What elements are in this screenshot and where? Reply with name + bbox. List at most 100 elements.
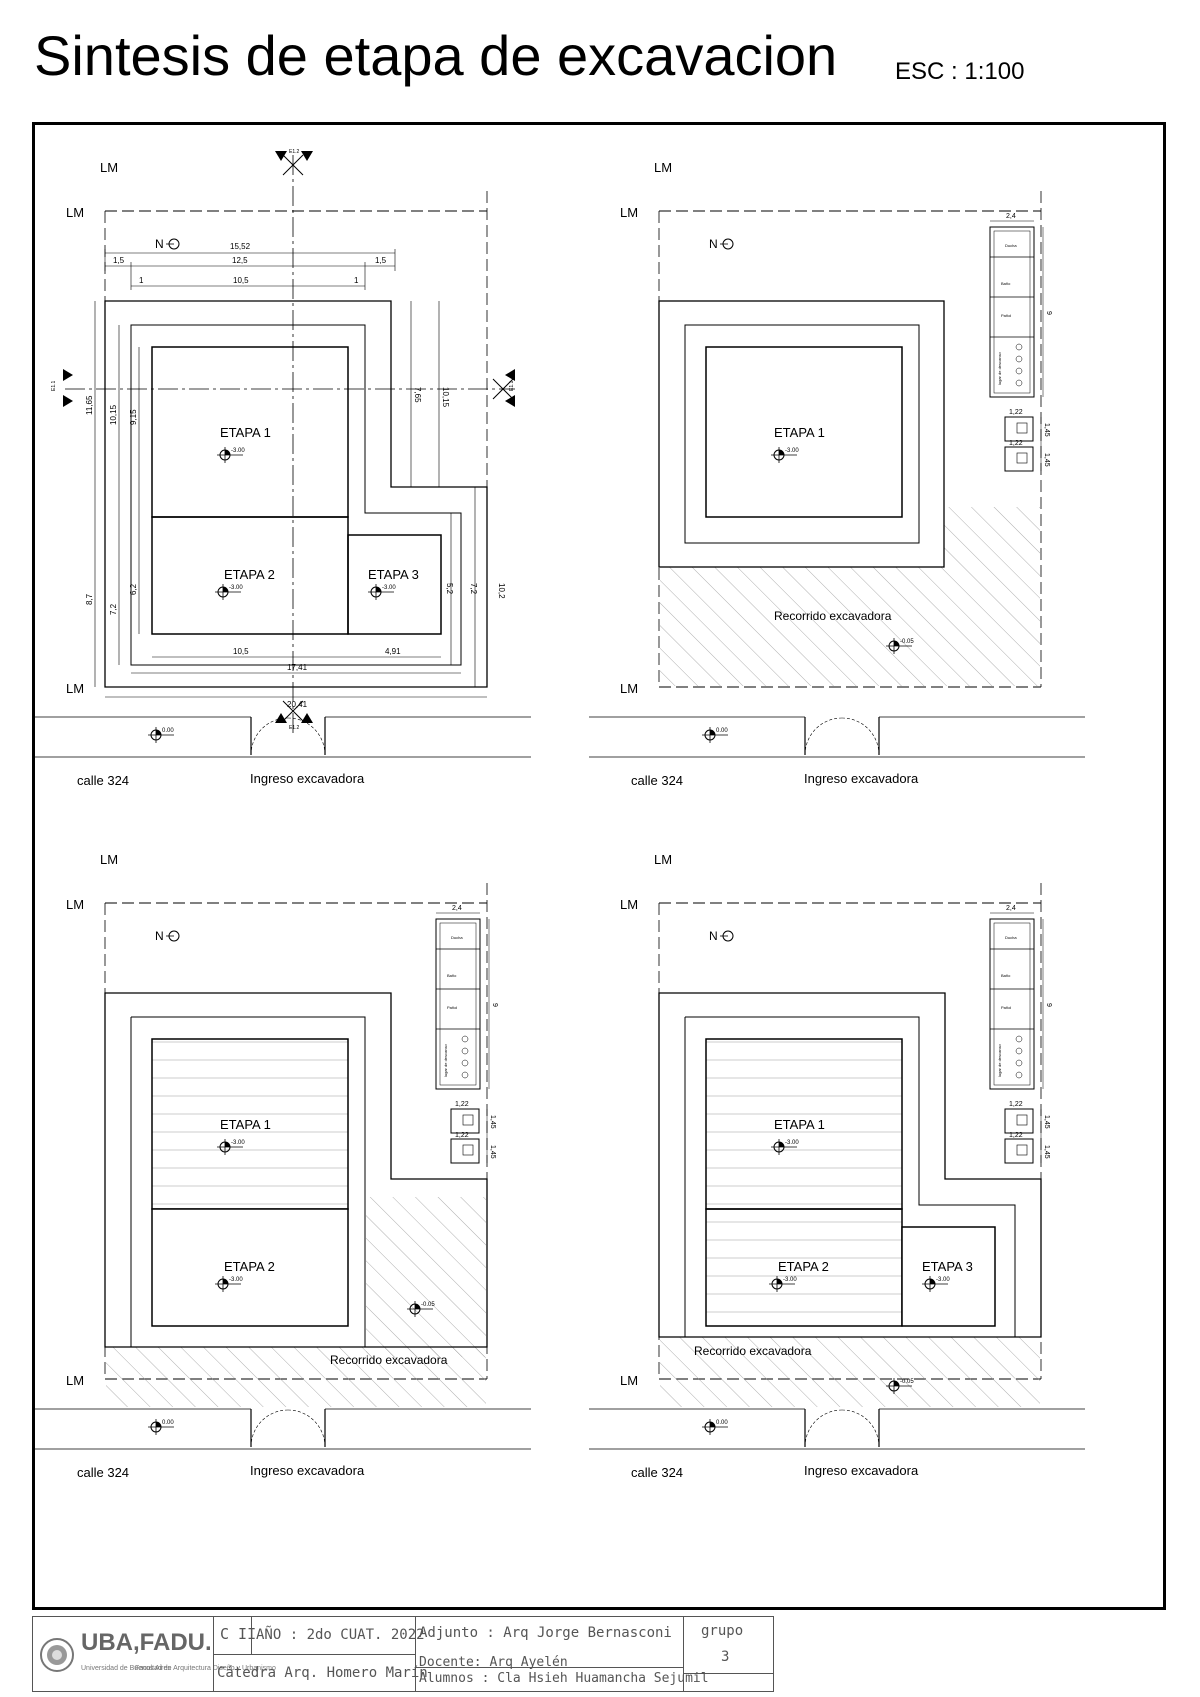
dimension-label: 1,22	[455, 1101, 469, 1108]
docente-text: Docente: Arq Ayelén	[419, 1655, 568, 1670]
dimension-label: 5,2	[445, 583, 454, 595]
room-label: Ducha	[451, 935, 463, 940]
street-label: calle 324	[631, 1465, 683, 1480]
etapa-1-label: ETAPA 1	[774, 425, 825, 440]
etapa-2-label: ETAPA 2	[224, 1259, 275, 1274]
dimension-label: 20,41	[287, 700, 308, 709]
dimension-label: 1,45	[1043, 453, 1050, 467]
adjunto-text: Adjunto : Arq Jorge Bernasconi	[419, 1625, 672, 1641]
level-value: -0.05	[900, 1379, 914, 1385]
lm-label: LM	[620, 205, 638, 220]
plan-2: LM LM LM N ETAPA 1 -3.00 Recorrido excav…	[589, 160, 1085, 788]
lm-label: LM	[654, 852, 672, 867]
etapa-1-area	[151, 1038, 349, 1210]
room-label: lugar de descanso	[997, 352, 1002, 385]
street-label: calle 324	[631, 773, 683, 788]
dimension-label: 10,5	[233, 276, 249, 285]
dimension-label: 6,2	[129, 583, 138, 595]
excavator-route-area	[660, 1337, 1040, 1407]
street-label: calle 324	[77, 1465, 129, 1480]
level-value: -0.05	[421, 1302, 435, 1308]
entry-label: Ingreso excavadora	[804, 1463, 919, 1478]
room-label: lugar de descanso	[997, 1044, 1002, 1077]
level-value: -3.00	[231, 448, 245, 454]
dimension-label: 1,45	[489, 1115, 496, 1129]
dimension-label: 9	[1045, 311, 1052, 315]
etapa-2-area	[705, 1208, 903, 1327]
dimension-label: 11,65	[85, 395, 94, 415]
lm-label: LM	[620, 897, 638, 912]
etapa-3-area	[901, 1226, 996, 1327]
cut-label: E1.1	[51, 380, 57, 391]
entry-label: Ingreso excavadora	[250, 1463, 365, 1478]
street-label: calle 324	[77, 773, 129, 788]
site-cabin: Ducha Baño Pañol lugar de descanso 2,4 9…	[989, 905, 1052, 1164]
north-arrow-icon	[719, 930, 734, 942]
plans-svg: LM LM LM N ETAPA 1 -3.00 ETAPA 2 -3.00 E…	[35, 149, 1085, 1480]
dimension-label: 7,2	[109, 603, 118, 615]
excavator-route-area	[366, 1197, 486, 1357]
room-label: Ducha	[1005, 243, 1017, 248]
level-value: -3.00	[382, 585, 396, 591]
plan-3: LM LM LM N ETAPA 1 -3.00 ETAPA 2 -3.00 R…	[35, 852, 531, 1480]
dimension-label: 1	[354, 276, 359, 285]
room-label: Baño	[1001, 281, 1011, 286]
lm-label: LM	[66, 681, 84, 696]
lm-label: LM	[66, 897, 84, 912]
plan-4: LM LM LM N ETAPA 1 -3.00 ETAPA 2 -3.00 E…	[589, 852, 1085, 1480]
etapa-1-label: ETAPA 1	[774, 1117, 825, 1132]
level-value: -3.00	[231, 1140, 245, 1146]
drawing-sheet: LM LM LM N ETAPA 1 -3.00 ETAPA 2 -3.00 E…	[32, 122, 1166, 1610]
dimension-label: 10,2	[497, 583, 506, 599]
cut-label: E1.2	[289, 149, 300, 155]
etapa-2-label: ETAPA 2	[224, 567, 275, 582]
route-label: Recorrido excavadora	[330, 1353, 448, 1367]
dimension-label: 1,45	[1043, 1115, 1050, 1129]
etapa-1-label: ETAPA 1	[220, 1117, 271, 1132]
catedra-text: Cátedra Arq. Homero Marín	[217, 1665, 428, 1681]
etapa-2-area	[151, 1208, 349, 1327]
entry-label: Ingreso excavadora	[250, 771, 365, 786]
north-label: N	[155, 929, 164, 943]
dimension-label: 1	[139, 276, 144, 285]
level-value: 0.00	[716, 1420, 728, 1426]
dimension-label: 2,4	[452, 905, 462, 912]
etapa-3-label: ETAPA 3	[368, 567, 419, 582]
level-value: -3.00	[785, 1140, 799, 1146]
year-text: AÑO : 2do CUAT. 2022	[256, 1627, 425, 1643]
drawing-scale: ESC : 1:100	[895, 58, 1025, 85]
level-value: 0.00	[162, 728, 174, 734]
university-seal-icon	[40, 1638, 74, 1672]
dimension-label: 10,5	[233, 647, 249, 656]
room-label: Pañol	[1001, 313, 1011, 318]
dimension-label: 1,22	[1009, 440, 1023, 447]
etapa-1-area	[705, 346, 903, 518]
room-label: Baño	[447, 973, 457, 978]
group-number: 3	[721, 1649, 730, 1665]
etapa-2-label: ETAPA 2	[778, 1259, 829, 1274]
dimension-label: 7,65	[413, 387, 422, 403]
level-value: -3.00	[229, 585, 243, 591]
dimension-label: 12,5	[232, 256, 248, 265]
dimension-label: 2,4	[1006, 213, 1016, 220]
lm-label: LM	[620, 681, 638, 696]
dimension-label: 7,2	[469, 583, 478, 595]
entry-label: Ingreso excavadora	[804, 771, 919, 786]
room-label: lugar de descanso	[443, 1044, 448, 1077]
lm-label: LM	[100, 160, 118, 175]
route-label: Recorrido excavadora	[694, 1344, 812, 1358]
plan-1: LM LM LM N ETAPA 1 -3.00 ETAPA 2 -3.00 E…	[35, 149, 531, 788]
group-label: grupo	[701, 1623, 744, 1639]
dimension-label: 1,22	[1009, 1132, 1023, 1139]
etapa-3-area	[347, 534, 442, 635]
dimension-label: 9	[491, 1003, 498, 1007]
dimension-label: 1,45	[1043, 423, 1050, 437]
room-label: Ducha	[1005, 935, 1017, 940]
room-label: Pañol	[447, 1005, 457, 1010]
north-label: N	[709, 237, 718, 251]
level-value: -3.00	[936, 1277, 950, 1283]
alumnos-text: Alumnos : Cla Hsieh Huamancha Sejumil	[419, 1671, 709, 1686]
lm-label: LM	[66, 1373, 84, 1388]
dimension-label: 4,91	[385, 647, 401, 656]
dimension-label: 9,15	[129, 409, 138, 425]
